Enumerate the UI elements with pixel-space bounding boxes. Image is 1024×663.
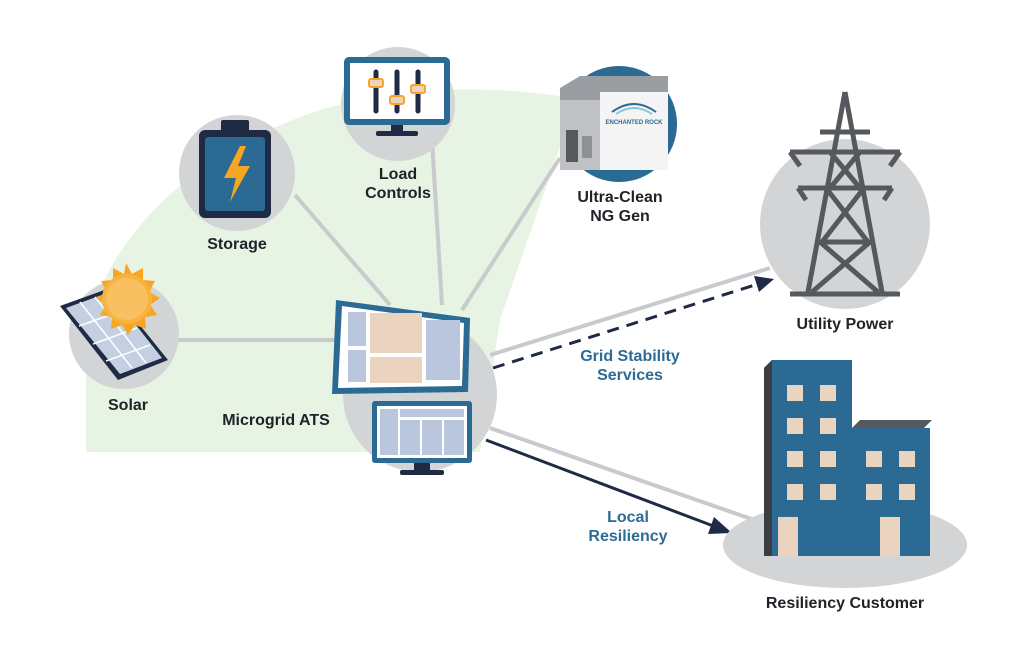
ultra-clean-label-line2: NG Gen <box>590 208 650 225</box>
utility-power-label: Utility Power <box>796 316 894 333</box>
local-resiliency-arrow <box>485 438 732 534</box>
grid-stability-label: Grid Stability Services <box>580 347 680 385</box>
microgrid-ats-label: Microgrid ATS <box>222 412 330 429</box>
ultra-clean-label-line1: Ultra-Clean <box>577 189 663 206</box>
storage-connector <box>293 193 392 307</box>
load-controls-label: Load Controls <box>365 165 431 203</box>
storage-label: Storage <box>207 236 267 253</box>
building-icon <box>764 360 932 556</box>
microgrid-monitors-icon <box>332 300 472 475</box>
load-controls-monitor-icon <box>344 57 450 136</box>
utility-connector <box>489 266 771 357</box>
grid-stability-arrow <box>492 276 774 370</box>
resiliency-customer-label: Resiliency Customer <box>765 595 925 612</box>
grid-stability-label-line1: Grid Stability <box>580 348 680 365</box>
generator-connector <box>460 156 562 312</box>
connector-lines <box>168 139 771 524</box>
load-controls-connector <box>430 139 444 306</box>
battery-icon <box>199 120 271 218</box>
generator-brand-text: ENCHANTED ROCK <box>606 120 664 126</box>
solar-label: Solar <box>107 397 149 414</box>
utility-node-circle <box>760 139 930 309</box>
ultra-clean-gen-label: Ultra-Clean NG Gen <box>577 188 662 226</box>
local-resiliency-label-line1: Local <box>607 509 649 526</box>
local-resiliency-label: Local Resiliency <box>588 508 667 546</box>
load-controls-label-line2: Controls <box>365 185 431 202</box>
microgrid-coverage-area <box>86 89 570 452</box>
load-controls-label-line1: Load <box>378 166 418 183</box>
grid-stability-label-line2: Services <box>597 367 663 384</box>
local-resiliency-label-line2: Resiliency <box>588 528 668 545</box>
generator-icon: ENCHANTED ROCK <box>560 76 668 170</box>
transmission-tower-icon <box>787 91 903 297</box>
sun-icon <box>96 263 160 335</box>
customer-connector <box>489 426 761 524</box>
